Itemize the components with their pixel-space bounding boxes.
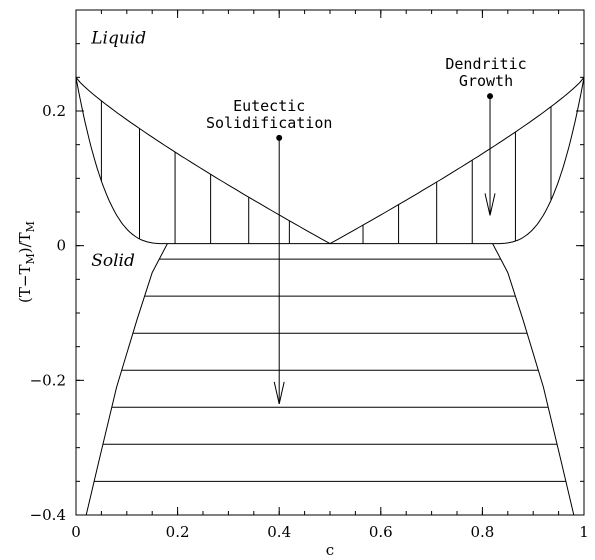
annotation-arrowhead (273, 381, 285, 405)
y-label-mid: )/T (16, 232, 34, 253)
x-axis-label: c (326, 541, 334, 559)
x-tick-label: 0.8 (470, 523, 494, 541)
annotation-label: Solidification (206, 114, 332, 132)
y-tick-label: −0.4 (30, 506, 66, 524)
x-tick-label: 0.4 (267, 523, 291, 541)
x-tick-label: 0.2 (166, 523, 190, 541)
y-label-sub2: M (24, 221, 37, 232)
y-tick-label: 0.2 (42, 102, 66, 120)
annotation-label: Eutectic (233, 97, 305, 115)
region-label-liquid: Liquid (90, 29, 146, 49)
y-tick-label: −0.2 (30, 371, 66, 389)
region-label-solid: Solid (91, 251, 135, 271)
y-axis-label: (T−TM)/TM (16, 221, 37, 303)
inner-boundary-right (492, 77, 585, 245)
annotation-arrowhead (484, 193, 496, 216)
axis-ticks: 0 0.2 0.4 0.6 0.8 1 −0.4 −0.2 0 0.2 (30, 10, 589, 541)
x-tick-label: 0.6 (369, 523, 393, 541)
liquidus-left-curve (75, 76, 331, 245)
annotation-label: Growth (459, 72, 513, 90)
y-label-sub1: M (24, 253, 37, 264)
inner-boundary-left (75, 77, 168, 245)
annotation-label: Dendritic (445, 55, 526, 73)
x-tick-label: 1 (579, 523, 589, 541)
liquidus-right-curve (329, 76, 585, 245)
x-tick-label: 0 (71, 523, 81, 541)
solidus-curve (85, 243, 575, 516)
y-label-open: (T−T (16, 265, 34, 303)
y-tick-label: 0 (56, 237, 66, 255)
